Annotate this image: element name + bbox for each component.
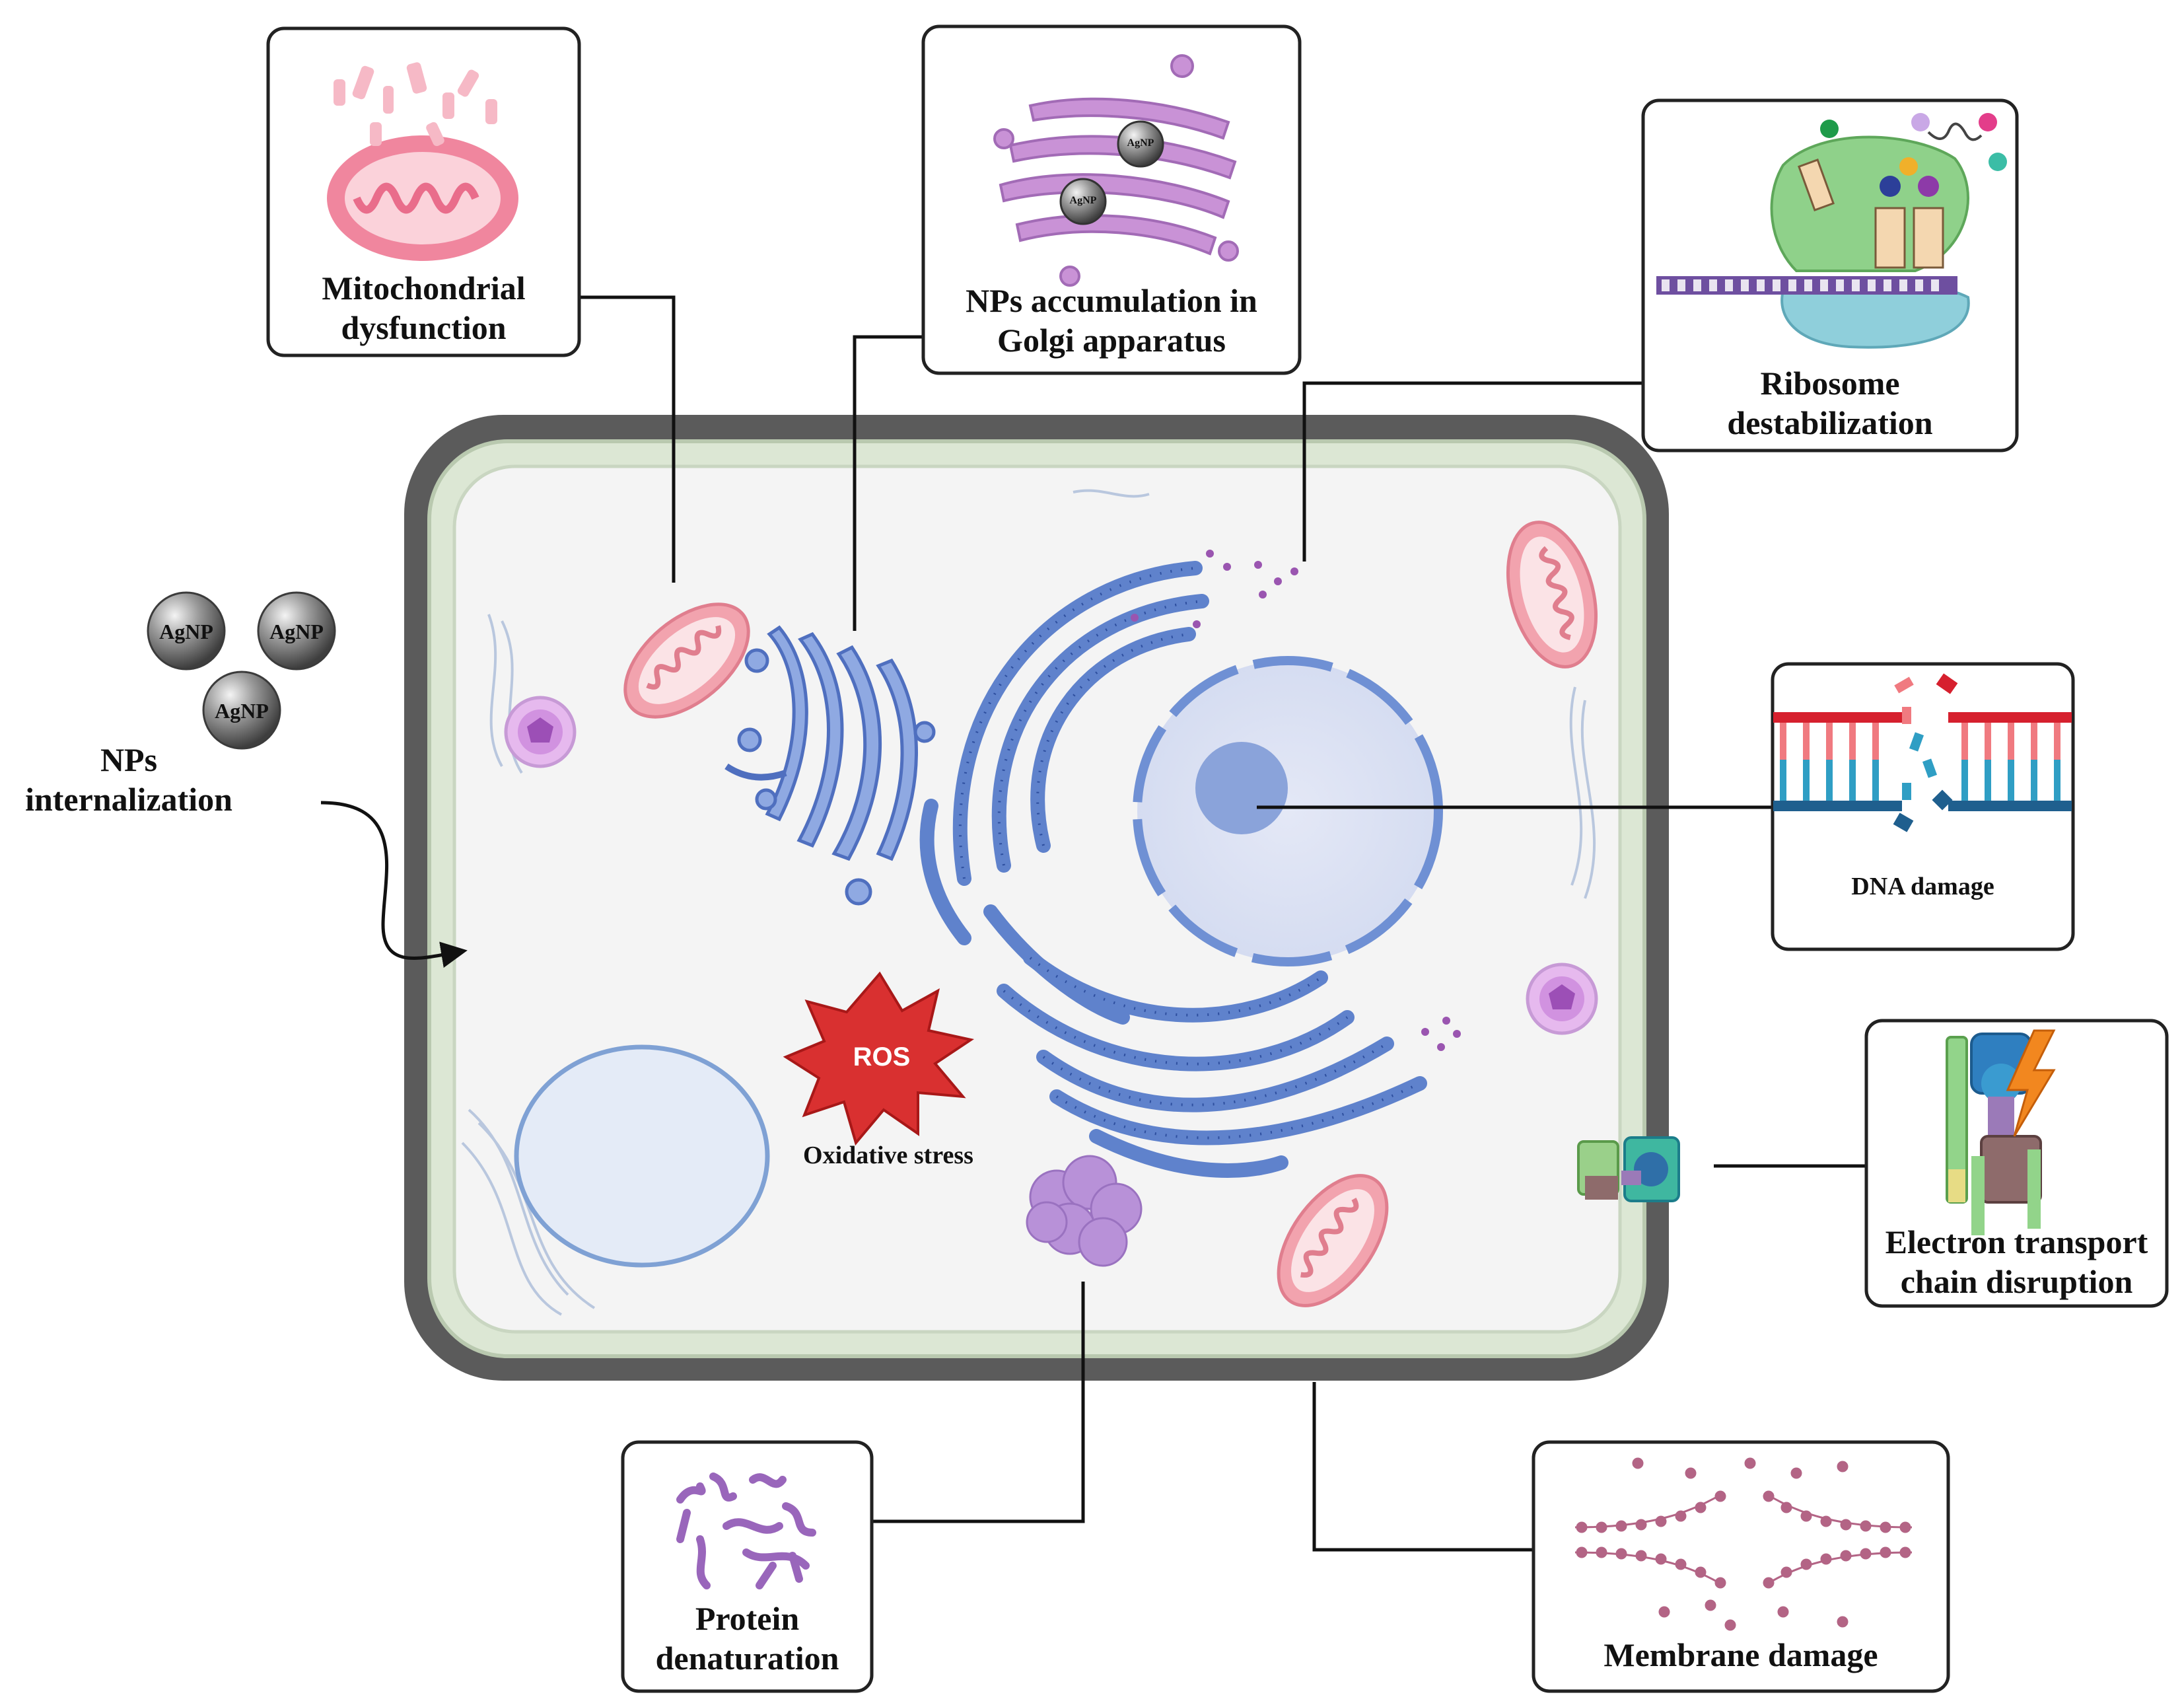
golgi-agnp-label-1: AgNP <box>1127 137 1154 149</box>
ros-starburst <box>783 971 975 1146</box>
golgi-agnp-label-2: AgNP <box>1069 195 1097 206</box>
nucleolus <box>1195 742 1288 834</box>
er-ribosome-dots <box>958 567 1421 1140</box>
callout-etc-label: Electron transport chain disruption <box>1885 1223 2148 1300</box>
callout-protein-label: Protein denaturation <box>655 1600 839 1677</box>
connector-lines <box>579 295 1866 1552</box>
etc-membrane-complex <box>1577 1136 1680 1202</box>
dna-damage-illustration <box>1773 673 2072 832</box>
oxidative-stress-label: Oxidative stress <box>803 1142 973 1169</box>
callout-membrane-label: Membrane damage <box>1603 1636 1878 1673</box>
damaged-mitochondrion-illustration <box>327 62 518 261</box>
etc-illustration <box>1946 1029 2056 1235</box>
denatured-protein-illustration <box>676 1472 816 1589</box>
mitochondrion-top-left <box>623 602 750 719</box>
callout-dna-label: DNA damage <box>1851 873 1994 900</box>
agnp-particle-3 <box>202 671 281 750</box>
vacuole <box>514 1044 770 1268</box>
internalization-arrow <box>320 801 468 968</box>
agnp-label-2: AgNP <box>269 620 324 643</box>
agnp-particle-2 <box>257 591 336 671</box>
membrane-damage-illustration <box>1574 1457 1913 1631</box>
ros-label: ROS <box>853 1042 911 1071</box>
internalization-label: NPs internalization <box>25 741 232 818</box>
callout-protein-box <box>621 1440 874 1693</box>
lysosome-right <box>1526 962 1598 1035</box>
nucleus <box>1133 656 1443 966</box>
agnp-cluster <box>147 591 336 750</box>
agnp-label-3: AgNP <box>215 699 269 723</box>
mitochondrion-top-right <box>1506 521 1598 669</box>
callout-mitochondria-label: Mitochondrial dysfunction <box>322 270 526 346</box>
protein-aggregate <box>1026 1155 1143 1267</box>
golgi-agnp-2 <box>1059 178 1107 225</box>
mitochondrion-bottom <box>1277 1174 1389 1307</box>
golgi-agnp-1 <box>1117 120 1164 168</box>
callout-ribosome-label: Ribosome destabilization <box>1727 365 1933 441</box>
cytoskeleton-filaments <box>461 489 1596 1316</box>
callout-dna-box <box>1771 662 2075 951</box>
agnp-label-1: AgNP <box>159 620 213 643</box>
free-ribosomes <box>1131 550 1461 1051</box>
golgi-apparatus <box>724 625 936 906</box>
callout-golgi-label: NPs accumulation in Golgi apparatus <box>966 282 1257 359</box>
callout-membrane-box <box>1532 1440 1950 1693</box>
ribosome-illustration <box>1656 113 2007 349</box>
lysosome-left <box>504 696 577 768</box>
callout-golgi-box <box>921 24 1302 375</box>
agnp-particle-1 <box>147 591 226 671</box>
